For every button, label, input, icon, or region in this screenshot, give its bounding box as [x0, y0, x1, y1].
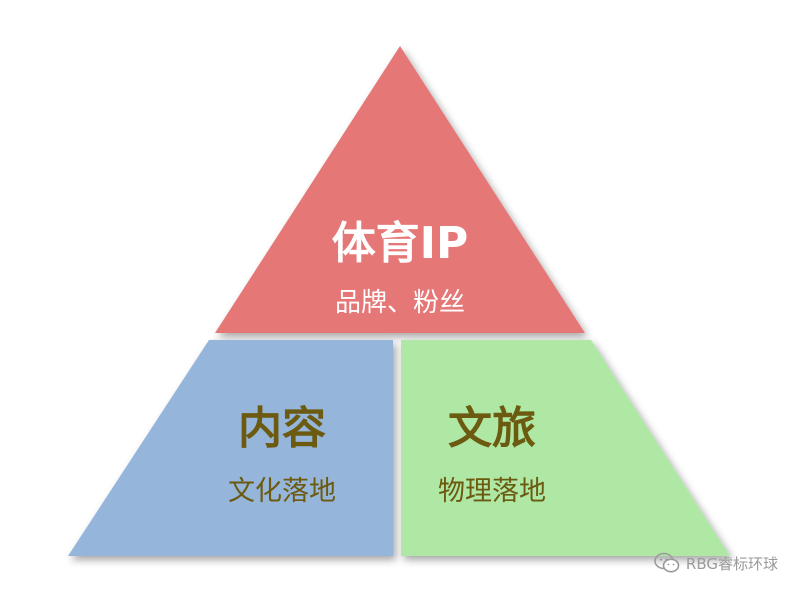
watermark-text: RBG睿标环球 [685, 554, 778, 573]
wechat-icon [654, 552, 680, 574]
top-segment-title: 体育IP [332, 218, 469, 269]
watermark: RBG睿标环球 [654, 552, 778, 574]
bottom-right-segment-title: 文旅 [448, 403, 536, 454]
pyramid-top-segment [215, 46, 585, 333]
bottom-left-segment-subtitle: 文化落地 [228, 476, 336, 507]
pyramid-bottom-right-segment [401, 340, 730, 556]
top-segment-subtitle: 品牌、粉丝 [335, 288, 465, 318]
pyramid-bottom-left-segment [68, 340, 393, 556]
bottom-right-segment-subtitle: 物理落地 [438, 476, 546, 507]
bottom-left-segment-title: 内容 [238, 403, 326, 454]
